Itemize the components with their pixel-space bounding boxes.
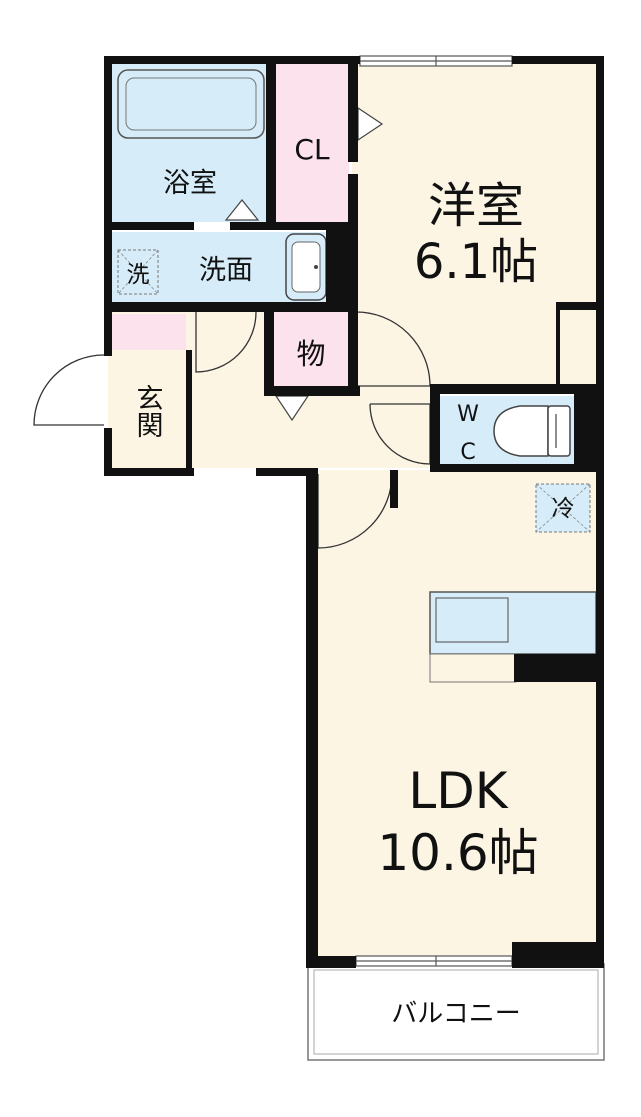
storage-fill [272, 312, 350, 388]
ldk-fill [312, 470, 598, 960]
balcony [307, 963, 605, 1061]
closet-fill [275, 62, 349, 224]
kitchen-counter [429, 591, 598, 683]
closet-label: CL [294, 133, 330, 166]
bath-label: 浴室 [163, 168, 217, 199]
walls [104, 56, 604, 968]
wc-label-line1: W [457, 402, 479, 427]
wc-label-line2: C [460, 440, 475, 465]
western-room-size: 6.1帖 [414, 234, 538, 290]
fridge-space [535, 483, 591, 533]
western-room-name: 洋室 [428, 178, 524, 234]
washer-pan [117, 249, 159, 295]
entrance-label: 玄関 [132, 384, 163, 438]
fridge-label: 冷 [552, 496, 575, 522]
bath-door-marker [224, 199, 260, 221]
toilet-fixture [493, 405, 571, 457]
storage-label: 物 [296, 337, 325, 371]
washer-label: 洗 [127, 262, 150, 288]
ldk-room-name: LDK [408, 762, 508, 820]
entrance-shelf [112, 314, 186, 350]
balcony-label: バルコニー [391, 999, 520, 1029]
washroom-label: 洗面 [199, 255, 253, 286]
bathtub [117, 69, 265, 139]
ldk-room-size: 10.6帖 [377, 824, 538, 882]
